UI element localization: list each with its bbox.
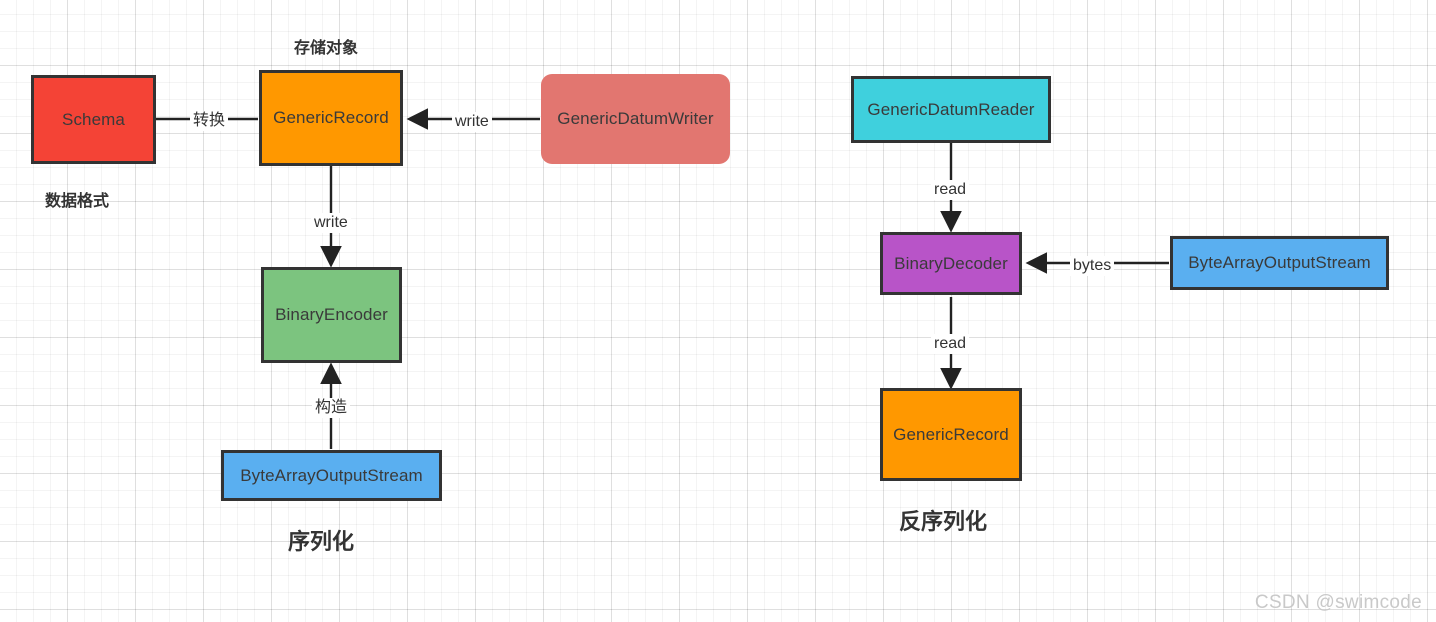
annotation-record-note: 存储对象: [294, 40, 359, 57]
node-generic-datum-writer[interactable]: GenericDatumWriter: [541, 74, 730, 164]
edge-label-read-to-record: read: [931, 334, 970, 354]
node-byte-array-output-stream-left-label: ByteArrayOutputStream: [240, 465, 423, 485]
node-binary-encoder[interactable]: BinaryEncoder: [261, 267, 402, 363]
section-title-deserialization: 反序列化: [899, 509, 988, 534]
node-byte-array-output-stream-right-label: ByteArrayOutputStream: [1188, 253, 1371, 272]
node-generic-record-deserialize-label: GenericRecord: [893, 424, 1009, 444]
node-binary-decoder[interactable]: BinaryDecoder: [880, 232, 1022, 295]
annotation-schema-note: 数据格式: [45, 193, 110, 210]
node-schema-label: Schema: [62, 109, 125, 129]
node-generic-datum-reader-label: GenericDatumReader: [867, 99, 1035, 119]
node-generic-record-serialize[interactable]: GenericRecord: [259, 70, 403, 166]
edge-label-bytes: bytes: [1070, 256, 1115, 276]
edge-label-write-to-encoder: write: [311, 213, 351, 233]
node-generic-record-serialize-label: GenericRecord: [273, 108, 389, 127]
node-byte-array-output-stream-left[interactable]: ByteArrayOutputStream: [221, 450, 442, 501]
node-generic-datum-writer-label: GenericDatumWriter: [557, 109, 714, 128]
node-byte-array-output-stream-right[interactable]: ByteArrayOutputStream: [1170, 236, 1389, 290]
section-title-serialization: 序列化: [288, 529, 355, 554]
watermark: CSDN @swimcode: [1254, 592, 1422, 613]
edge-label-convert: 转换: [190, 111, 229, 131]
node-schema[interactable]: Schema: [31, 75, 156, 164]
node-generic-datum-reader[interactable]: GenericDatumReader: [851, 76, 1051, 143]
node-binary-decoder-label: BinaryDecoder: [894, 253, 1008, 273]
node-binary-encoder-label: BinaryEncoder: [275, 305, 388, 324]
edge-label-construct: 构造: [312, 398, 351, 418]
node-generic-record-deserialize[interactable]: GenericRecord: [880, 388, 1022, 481]
edge-label-read-to-decoder: read: [931, 180, 970, 200]
edge-label-write-to-record: write: [452, 112, 492, 132]
